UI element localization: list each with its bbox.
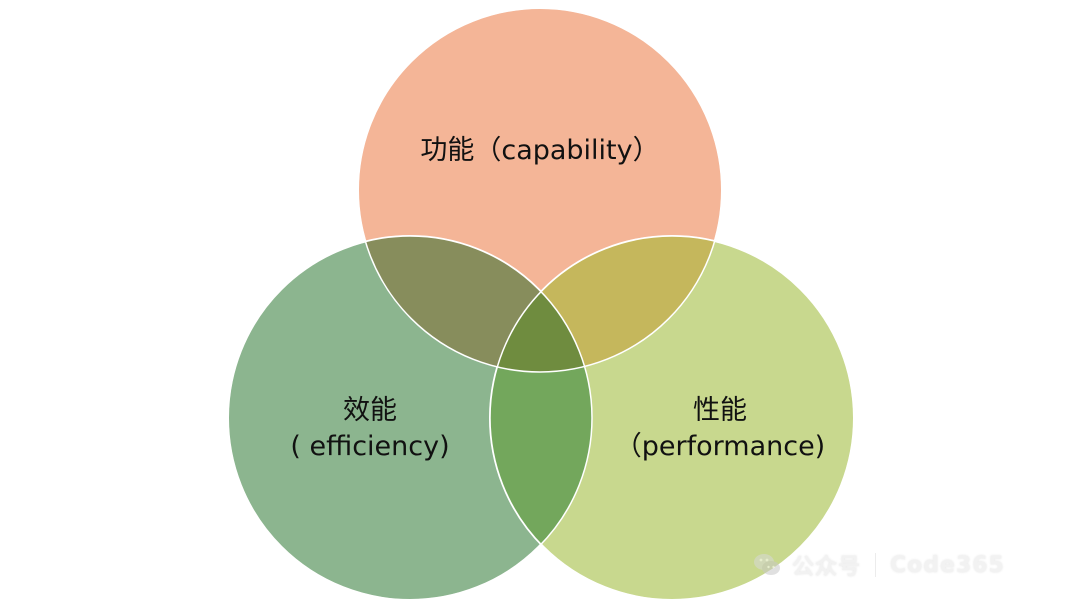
capability-efficiency-overlap — [358, 236, 592, 372]
efficiency-label: 效能 ( efficiency) — [230, 393, 510, 465]
performance-outline — [489, 235, 855, 601]
efficiency-label-line2: ( efficiency) — [290, 431, 450, 462]
capability-outline — [357, 7, 723, 373]
performance-label: 性能 （performance) — [580, 393, 860, 465]
performance-label-line1: 性能 — [693, 395, 747, 426]
watermark-text-right: Code365 — [890, 552, 1005, 578]
watermark-text-left: 公众号 — [792, 555, 862, 580]
watermark-separator — [875, 553, 877, 577]
performance-label-line2: （performance) — [614, 431, 826, 462]
wechat-icon — [754, 554, 780, 575]
efficiency-outline — [227, 235, 593, 601]
watermark: 公众号 Code365 — [752, 548, 1005, 582]
capability-performance-overlap — [490, 236, 722, 372]
capability-label: 功能（capability） — [360, 133, 720, 169]
capability-label-line1: 功能（capability） — [420, 135, 660, 166]
efficiency-label-line1: 效能 — [343, 395, 397, 426]
